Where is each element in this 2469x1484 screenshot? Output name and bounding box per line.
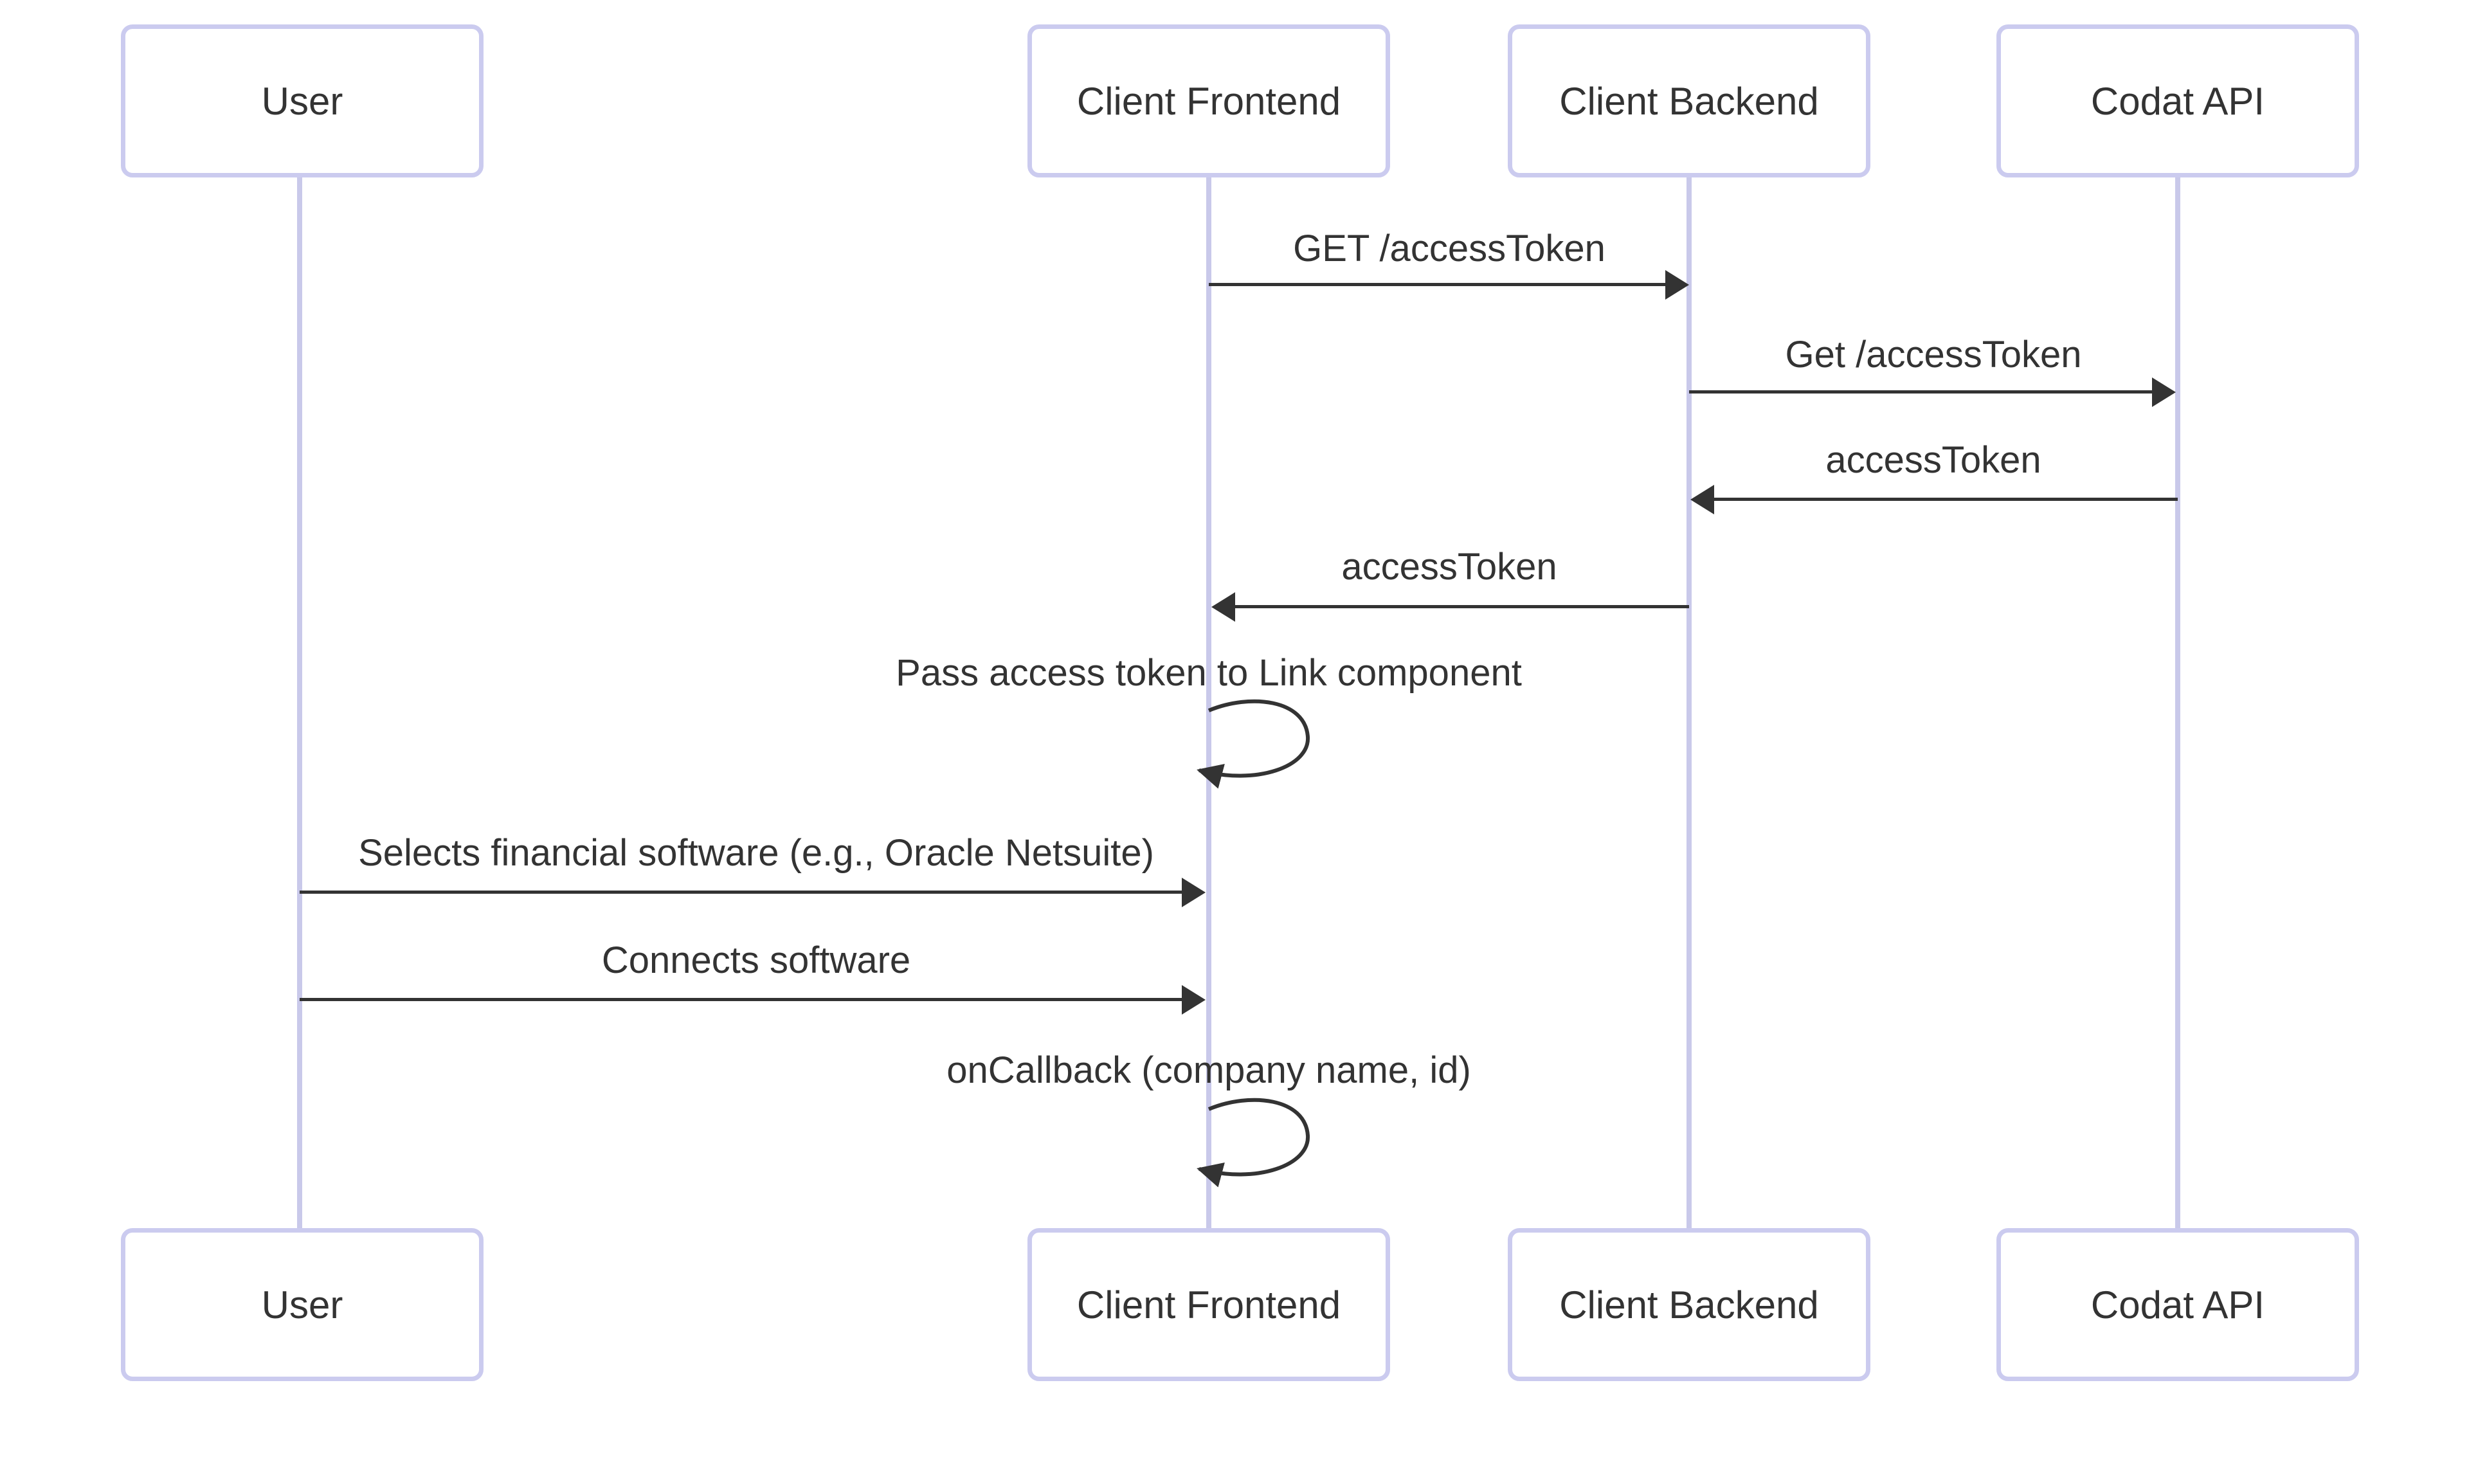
actor-label-codat-api: Codat API [2090,79,2265,123]
message-label: onCallback (company name, id) [946,1049,1471,1091]
message-line [1689,390,2152,394]
actor-label-user: User [261,79,343,123]
lifeline-client-frontend [1206,175,1211,1231]
arrowhead-right-icon [2152,377,2176,407]
arrowhead-right-icon [1182,878,1206,907]
arrowhead-left-icon [1690,485,1714,514]
message-line [300,891,1182,894]
actor-label-codat-api: Codat API [2090,1283,2265,1326]
message-label: Connects software [601,939,911,981]
lifeline-user [297,175,302,1231]
lifeline-codat-api [2175,175,2180,1231]
self-loop-arrow-icon [1197,1098,1310,1188]
actor-box-user-top: User [121,24,484,177]
message-line [1235,605,1689,608]
actor-label-user: User [261,1283,343,1326]
actor-label-client-frontend: Client Frontend [1076,79,1341,123]
actor-box-codat-api-top: Codat API [1996,24,2359,177]
actor-box-codat-api-bottom: Codat API [1996,1228,2359,1381]
arrowhead-right-icon [1182,985,1206,1015]
actor-box-client-frontend-top: Client Frontend [1027,24,1390,177]
message-label: Selects financial software (e.g., Oracle… [358,832,1154,874]
message-label: Get /accessToken [1785,334,2082,376]
actor-box-client-frontend-bottom: Client Frontend [1027,1228,1390,1381]
message-line [1714,498,2178,501]
actor-box-client-backend-bottom: Client Backend [1508,1228,1870,1381]
message-label: accessToken [1825,439,2041,481]
actor-label-client-backend: Client Backend [1559,1283,1819,1326]
message-label: Pass access token to Link component [896,652,1522,694]
arrowhead-right-icon [1665,270,1689,300]
self-loop-arrow-icon [1197,699,1310,789]
message-line [300,998,1182,1001]
actor-label-client-backend: Client Backend [1559,79,1819,123]
message-label: GET /accessToken [1293,228,1605,269]
actor-box-client-backend-top: Client Backend [1508,24,1870,177]
lifeline-client-backend [1687,175,1692,1231]
actor-box-user-bottom: User [121,1228,484,1381]
message-label: accessToken [1341,546,1557,588]
arrowhead-left-icon [1211,592,1235,622]
message-line [1209,283,1665,286]
actor-label-client-frontend: Client Frontend [1076,1283,1341,1326]
